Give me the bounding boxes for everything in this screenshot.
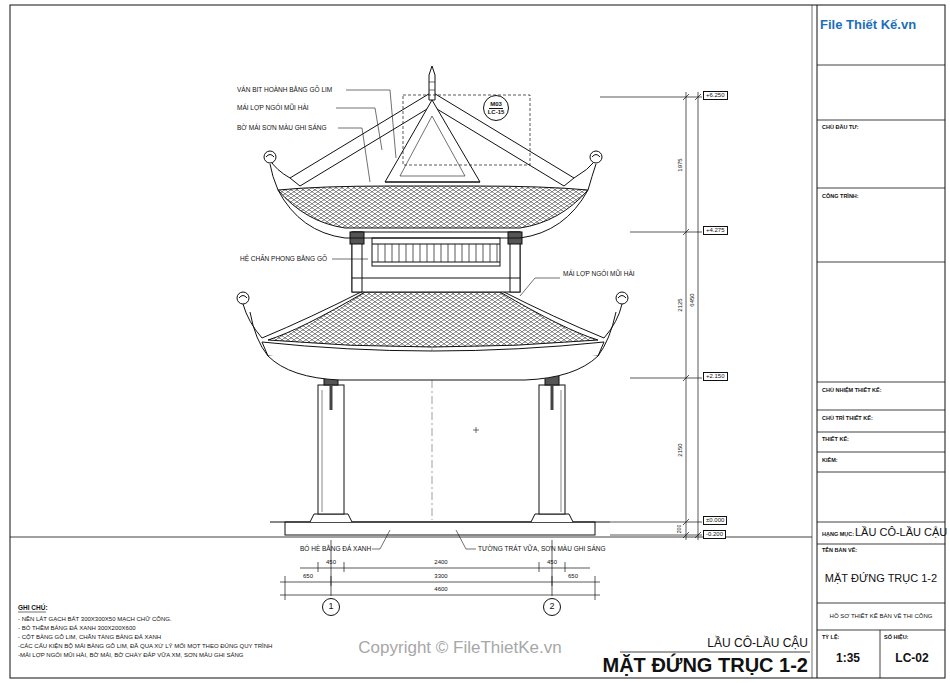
drawing-label: 2125 — [677, 298, 684, 311]
drawing-label: +2.150 — [703, 372, 728, 381]
drawing-label: KIỂM: — [822, 457, 838, 463]
drawing-label: -MÁI LỢP NGÓI MŨI HÀI, BỜ MÁI, BỜ CHẢY Đ… — [18, 652, 243, 659]
drawing-label: 450 — [547, 559, 557, 566]
drawing-label: GHI CHÚ: — [18, 604, 48, 611]
drawing-label: 4600 — [434, 586, 447, 593]
drawing-label: MÁI LỢP NGÓI MŨI HÀI — [237, 104, 309, 111]
axis-bubble: 1 — [322, 598, 340, 616]
drawing-label: CHỦ ĐẦU TƯ: — [822, 124, 859, 130]
drawing-label: -CÁC CẤU KIỆN BỘ MÁI BẰNG GỖ LIM, ĐÃ QUA… — [18, 643, 272, 650]
drawing-label: +6.250 — [703, 91, 728, 100]
drawing-label: LC-02 — [895, 652, 928, 666]
drawing-label: TÊN BẢN VẼ: — [822, 547, 857, 553]
drawing-label: - NỀN LÁT GẠCH BÁT 300X300X50 MẠCH CHỮ C… — [18, 616, 172, 623]
drawing-label: MÁI LỢP NGÓI MŨI HÀI — [563, 270, 635, 277]
drawing-label: CÔNG TRÌNH: — [822, 193, 859, 199]
drawing-label: MẶT ĐỨNG TRỤC 1-2 — [825, 572, 937, 585]
drawing-label: ±0.000 — [703, 516, 727, 525]
drawing-label: TỶ LỆ: — [822, 634, 839, 640]
drawing-label: HỒ SƠ THIẾT KẾ BẢN VẼ THI CÔNG — [830, 613, 933, 620]
drawing-title: MẶT ĐỨNG TRỤC 1-2 — [603, 655, 808, 675]
drawing-label: File Thiết Kế.vn — [820, 18, 916, 33]
drawing-label: -0.200 — [703, 530, 726, 539]
drawing-label: 1975 — [677, 158, 684, 171]
axis-bubble: 2 — [543, 598, 561, 616]
bubble-text: 2 — [549, 602, 554, 612]
drawing-label: THIẾT KẾ: — [822, 436, 849, 442]
drawing-label: 650 — [303, 573, 313, 580]
drawing-label: 450 — [326, 559, 336, 566]
drawing-label: VÁN BIT HOÀNH BẰNG GỖ LIM — [237, 86, 332, 93]
drawing-label: CHỦ NHIỆM THIẾT KẾ: — [822, 387, 882, 393]
drawing-label: +4.275 — [703, 226, 728, 235]
drawing-label: - BÓ THỀM BẰNG ĐÁ XANH 300X200X600 — [18, 625, 136, 632]
drawing-label: 650 — [568, 573, 578, 580]
drawing-label: LẦU CÔ-LẦU CẬU — [707, 637, 808, 651]
drawing-label: 3300 — [434, 573, 447, 580]
callout-bubble: M03LC-15 — [483, 95, 509, 121]
drawing-label: 2400 — [434, 559, 447, 566]
drawing-label: HỆ CHẤN PHONG BẰNG GỖ — [240, 255, 327, 262]
drawing-label: TƯỜNG TRÁT VỮA, SƠN MÀU GHI SÁNG — [478, 545, 605, 552]
drawing-label: 1:35 — [836, 652, 860, 666]
drawing-label: Copyright © FileThietKe.vn — [358, 638, 561, 658]
drawing-label: CHỦ TRÌ THIẾT KẾ: — [822, 415, 873, 421]
bubble-text: LC-15 — [488, 109, 505, 116]
bubble-text: 1 — [328, 602, 333, 612]
drawing-label: BỜ MÁI SƠN MÀU GHI SÁNG — [237, 124, 327, 131]
drawing-label: 200 — [677, 525, 683, 533]
drawing-label: 6450 — [689, 293, 696, 306]
drawing-label: SỐ HIỆU: — [884, 634, 908, 640]
drawing-label: - CỘT BẰNG GỖ LIM, CHÂN TẢNG BẰNG ĐÁ XAN… — [18, 634, 161, 641]
drawing-label: BÓ HÈ BẰNG ĐÁ XANH — [300, 545, 371, 552]
drawing-label: LẦU CÔ-LẦU CẬU — [855, 526, 947, 539]
drawing-label: 2150 — [677, 443, 684, 456]
drawing-label: HẠNG MỤC: — [822, 531, 854, 537]
bubble-text: M03 — [489, 101, 503, 109]
